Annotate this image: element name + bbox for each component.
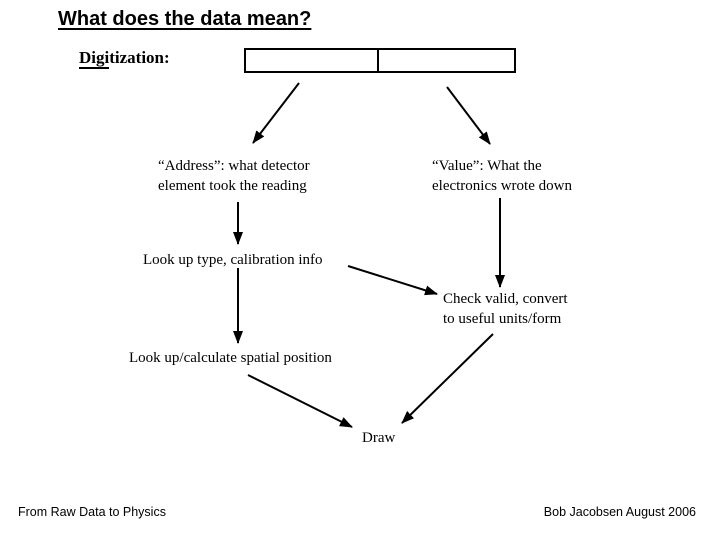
flow-arrow-spatial-to-draw: [247, 374, 353, 428]
digitization-label-rest: tization:: [109, 48, 170, 67]
value-note-line1: “Value”: What the: [432, 158, 542, 174]
value-note-line2: electronics wrote down: [432, 178, 572, 194]
flow-arrow-box-left-to-address: [252, 82, 300, 144]
data-word-box-left: [246, 50, 379, 71]
lookup-type-step: Look up type, calibration info: [143, 252, 323, 268]
slide-title: What does the data mean?: [58, 8, 312, 30]
data-word-boxes: [244, 48, 516, 73]
check-valid-line2: to useful units/form: [443, 311, 562, 327]
flow-arrow-box-right-to-value: [446, 86, 491, 145]
data-word-box-right: [379, 50, 514, 71]
lookup-spatial-step: Look up/calculate spatial position: [129, 350, 332, 366]
check-valid-line1: Check valid, convert: [443, 291, 568, 307]
draw-step: Draw: [362, 430, 396, 446]
footer-author-date: Bob Jacobsen August 2006: [543, 505, 696, 519]
address-note: “Address”: what detector element took th…: [158, 156, 310, 196]
address-note-line2: element took the reading: [158, 178, 307, 194]
footer-course-title: From Raw Data to Physics: [18, 505, 166, 519]
value-note: “Value”: What the electronics wrote down: [432, 156, 572, 196]
digitization-label-underlined-part: Digi: [79, 48, 110, 69]
address-note-line1: “Address”: what detector: [158, 158, 310, 174]
digitization-label: Digitization:: [79, 48, 170, 69]
check-valid-step: Check valid, convert to useful units/for…: [443, 289, 568, 329]
flow-arrow-lookup-type-to-check-valid: [347, 265, 438, 296]
flow-arrow-check-valid-to-draw: [401, 333, 494, 424]
